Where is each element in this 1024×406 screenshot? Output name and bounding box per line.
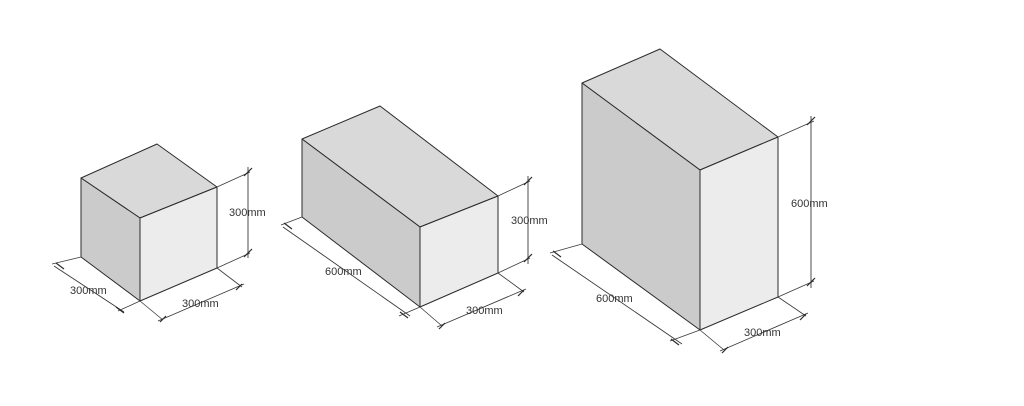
block-large-width-dimension: 300mm xyxy=(699,296,809,354)
block-large-length-dimension: 600mm xyxy=(549,243,701,346)
block-medium-length-label: 600mm xyxy=(325,266,362,278)
block-large-width-label: 300mm xyxy=(744,327,781,339)
block-small-depth-dimension: 300mm xyxy=(51,256,141,314)
block-large: 600mm 600mm 300mm xyxy=(549,48,828,354)
block-large-right-face xyxy=(699,136,779,331)
block-small-height-dimension: 300mm xyxy=(216,167,266,269)
block-medium-height-label: 300mm xyxy=(511,215,548,227)
block-small-height-label: 300mm xyxy=(229,207,266,219)
block-medium-length-dimension: 600mm xyxy=(280,216,421,319)
block-large-height-dimension: 600mm xyxy=(777,116,828,298)
block-medium: 300mm 600mm 300mm xyxy=(280,105,548,330)
block-large-length-label: 600mm xyxy=(596,293,633,305)
block-small-length-dimension: 300mm xyxy=(139,267,245,323)
block-small-depth-label: 300mm xyxy=(70,285,107,297)
block-small: 300mm 300mm 300mm xyxy=(51,143,266,323)
block-small-length-label: 300mm xyxy=(182,298,219,310)
block-medium-width-dimension: 300mm xyxy=(419,272,527,330)
block-medium-width-label: 300mm xyxy=(466,305,503,317)
block-medium-height-dimension: 300mm xyxy=(497,176,548,274)
block-large-height-label: 600mm xyxy=(791,198,828,210)
